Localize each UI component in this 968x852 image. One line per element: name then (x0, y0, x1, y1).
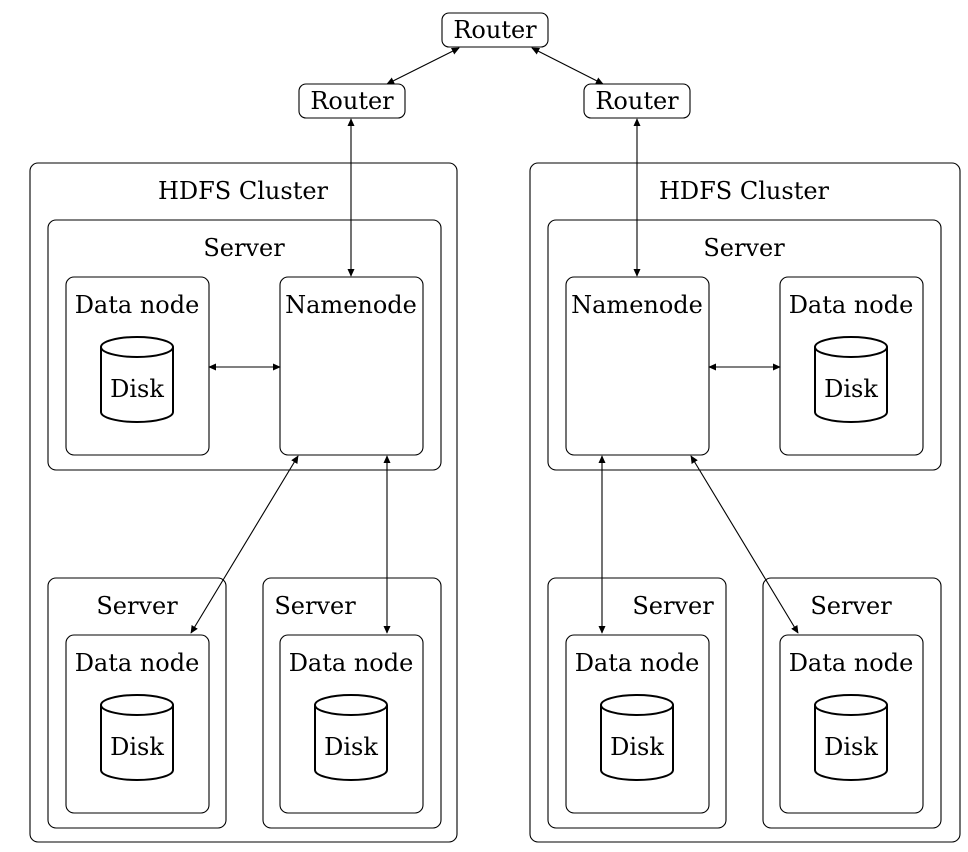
disk-label: Disk (610, 733, 664, 761)
router-left-label: Router (310, 87, 394, 115)
data-node-label: Data node (75, 649, 200, 677)
disk-icon (813, 336, 888, 423)
disk-label: Disk (824, 733, 878, 761)
hdfs-cluster-right: HDFS Cluster Server Namenode Data node D… (529, 162, 961, 843)
server-title: Server (203, 234, 285, 262)
data-node-label: Data node (789, 649, 914, 677)
link-top-router-left-router (386, 47, 460, 85)
data-node: Data node Disk (65, 634, 210, 814)
main-server-right: Server Namenode Data node Disk (547, 219, 942, 471)
disk-label: Disk (324, 733, 378, 761)
data-node: Data node Disk (779, 276, 924, 456)
link-top-router-right-router (531, 47, 604, 85)
disk-icon (813, 694, 888, 781)
server-title: Server (703, 234, 785, 262)
router-right-label: Router (595, 87, 679, 115)
cluster-title: HDFS Cluster (659, 177, 830, 205)
server-left-a: Server Data node Disk (47, 577, 227, 829)
namenode: Namenode (279, 276, 424, 456)
cluster-title: HDFS Cluster (158, 177, 329, 205)
server-right-a: Server Data node Disk (547, 577, 727, 829)
disk-label: Disk (824, 375, 878, 403)
data-node-label: Data node (789, 291, 914, 319)
router-left: Router (298, 83, 406, 119)
disk-icon (313, 694, 388, 781)
server-title: Server (810, 592, 892, 620)
disk-label: Disk (110, 375, 164, 403)
link-right-namenode-server-b (690, 455, 799, 634)
router-top: Router (441, 12, 549, 48)
link-left-namenode-server-a (190, 455, 299, 634)
router-top-label: Router (453, 16, 537, 44)
server-left-b: Server Data node Disk (262, 577, 442, 829)
hdfs-cluster-left: HDFS Cluster Server Data node Disk Namen… (29, 162, 458, 843)
disk-label: Disk (110, 733, 164, 761)
data-node: Data node Disk (565, 634, 710, 814)
main-server-left: Server Data node Disk Namenode (47, 219, 442, 471)
namenode: Namenode (565, 276, 710, 456)
data-node: Data node Disk (65, 276, 210, 456)
data-node: Data node Disk (779, 634, 924, 814)
server-title: Server (274, 592, 356, 620)
server-right-b: Server Data node Disk (762, 577, 942, 829)
data-node-label: Data node (75, 291, 200, 319)
server-title: Server (96, 592, 178, 620)
disk-icon (599, 694, 674, 781)
disk-icon (99, 694, 174, 781)
server-title: Server (632, 592, 714, 620)
namenode-label: Namenode (285, 291, 417, 319)
data-node: Data node Disk (279, 634, 424, 814)
disk-icon (99, 336, 174, 423)
namenode-label: Namenode (571, 291, 703, 319)
router-right: Router (583, 83, 691, 119)
data-node-label: Data node (575, 649, 700, 677)
data-node-label: Data node (289, 649, 414, 677)
